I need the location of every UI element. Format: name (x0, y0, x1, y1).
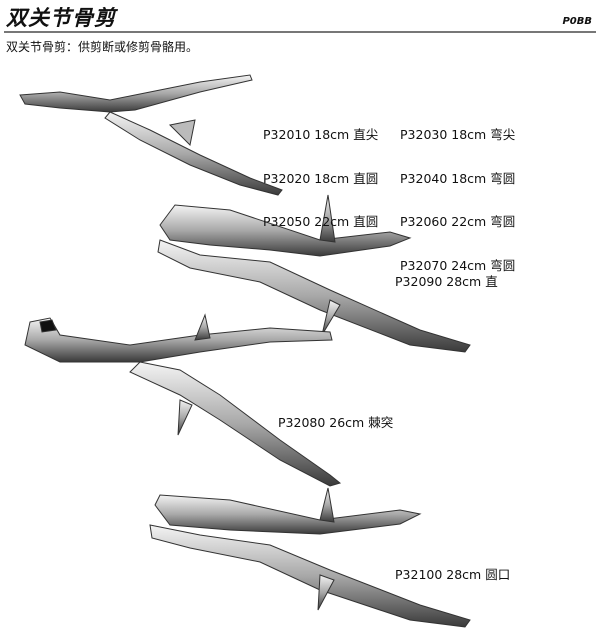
product-list-straight: P32010 18cm 直尖 P32020 18cm 直圆 P32050 22c… (263, 99, 378, 259)
product-label: P32050 22cm 直圆 (263, 214, 379, 229)
product-label: P32060 22cm 弯圆 (400, 214, 516, 229)
product-label: P32100 28cm 圆口 (395, 567, 511, 582)
product-list-curved: P32030 18cm 弯尖 P32040 18cm 弯圆 P32060 22c… (400, 99, 515, 302)
product-label: P32020 18cm 直圆 (263, 170, 379, 186)
product-label: P32040 18cm 弯圆 (400, 170, 516, 186)
product-label: P32070 24cm 弯圆 (400, 257, 516, 273)
product-label: P32080 26cm 棘突 (278, 415, 394, 430)
bone-rongeur-image-3 (24, 313, 342, 487)
product-label: P32010 18cm 直尖 (263, 127, 379, 142)
bone-rongeur-image-2 (157, 194, 471, 353)
product-label: P32090 28cm 直 (395, 274, 498, 289)
bone-rongeur-image-4 (149, 487, 471, 628)
page-title: 双关节骨剪 (6, 6, 116, 30)
header-divider (4, 31, 596, 33)
bone-rongeur-image-1 (19, 74, 283, 196)
description: 双关节骨剪：供剪断或修剪骨骼用。 (6, 40, 199, 54)
page-code: P0BB (562, 16, 592, 27)
product-label: P32030 18cm 弯尖 (400, 127, 516, 142)
